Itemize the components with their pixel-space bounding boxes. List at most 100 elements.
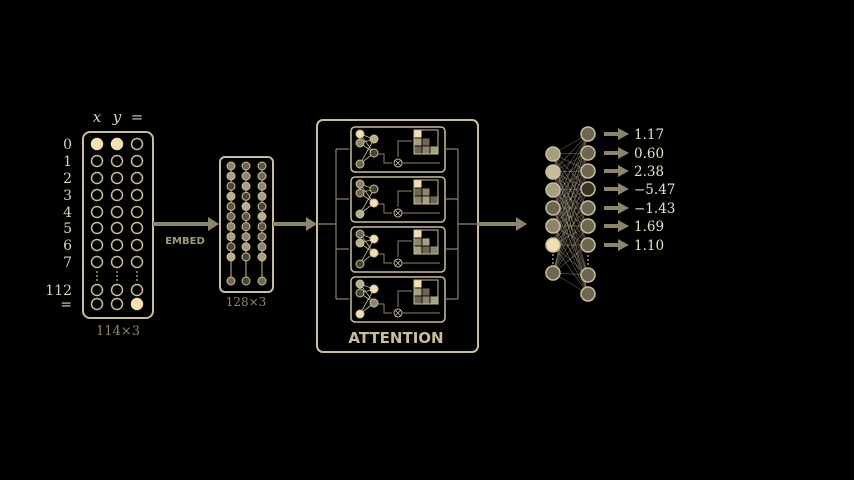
attention-label: ATTENTION: [348, 329, 443, 347]
head-wire: [378, 253, 392, 264]
head-edge: [359, 138, 375, 165]
embed-cell: [226, 232, 236, 242]
one-hot-cell: [130, 171, 144, 185]
attention-matrix-cell: [429, 137, 439, 147]
mlp-edge: [552, 152, 589, 209]
embed-cell: [226, 222, 236, 232]
embed-cell: [257, 181, 267, 191]
one-hot-cell: [90, 171, 104, 185]
mlp-edge: [552, 207, 589, 276]
attention-matrix-cell: [421, 229, 431, 239]
attention-matrix-cell: [429, 195, 439, 205]
embed-cell: [226, 181, 236, 191]
ellipsis-dot: [587, 263, 589, 265]
mlp-edge: [552, 153, 589, 190]
ellipsis-dot: [587, 255, 589, 257]
head-node: [355, 238, 365, 248]
ellipsis-dot: [587, 259, 589, 261]
attention-matrix-cell: [413, 137, 423, 147]
one-hot-cell: [110, 255, 124, 269]
to-mlp-arrow: [478, 217, 527, 231]
embed-cell: [241, 252, 251, 262]
attention-matrix: [413, 229, 439, 255]
head-node: [355, 309, 365, 319]
mlp-edge: [552, 225, 589, 274]
one-hot-cell: [130, 205, 144, 219]
embed-cell: [257, 161, 267, 171]
mlp-output-node: [580, 218, 596, 234]
output-arrowhead: [618, 202, 629, 214]
one-hot-cell: [90, 154, 104, 168]
mlp-output-node: [580, 267, 596, 283]
mlp-input-node: [545, 182, 561, 198]
attention-matrix-cell: [413, 287, 423, 297]
multiply-icon-cross: [394, 259, 402, 267]
attention-matrix-cell: [421, 145, 431, 155]
head-node: [355, 159, 365, 169]
attention-matrix-cell: [413, 295, 423, 305]
head-node: [369, 248, 379, 258]
embed-cell: [226, 242, 236, 252]
ellipsis-dot: [116, 271, 118, 273]
mlp-output-node: [580, 163, 596, 179]
attention-matrix-cell: [421, 237, 431, 247]
one-hot-cell: [130, 283, 144, 297]
output-value: 1.10: [634, 238, 664, 254]
embed-cell: [241, 212, 251, 221]
embed-cell: [257, 276, 267, 286]
attention-matrix-cell: [413, 129, 423, 139]
head-node: [355, 288, 365, 298]
ellipsis-dot: [136, 271, 138, 273]
mlp-edge: [552, 171, 589, 227]
embed-cell: [226, 191, 236, 201]
mlp-edge: [552, 170, 589, 246]
output-arrowhead: [618, 147, 629, 159]
row-label: 5: [63, 221, 72, 237]
embed-cell: [257, 232, 267, 242]
head-node: [369, 284, 379, 294]
attention-matrix-cell: [413, 179, 423, 189]
output-arrowhead: [618, 183, 629, 195]
attention-matrix-cell: [429, 187, 439, 197]
attention-box: [316, 119, 479, 353]
embed-cell: [241, 161, 251, 171]
mlp-edge: [552, 170, 589, 227]
embed-cell: [257, 252, 267, 262]
one-hot-cell: [110, 188, 124, 202]
mlp-edge: [552, 133, 589, 191]
embed-shape-label: 128×3: [226, 295, 267, 309]
embed-cell: [241, 232, 251, 242]
mlp-edge: [552, 225, 589, 295]
row-label: 0: [63, 137, 72, 153]
embed-cell: [241, 191, 251, 201]
ellipsis-dot: [552, 262, 554, 264]
embed-cell: [226, 201, 236, 211]
head-node: [355, 209, 365, 219]
one-hot-cell: [130, 137, 144, 151]
embed-cell: [226, 276, 236, 286]
multiply-icon-cross: [394, 309, 402, 317]
row-label: 112: [45, 283, 72, 299]
row-label: =: [60, 297, 72, 313]
ellipsis-dot: [552, 258, 554, 260]
head-node: [369, 234, 379, 244]
attention-matrix-cell: [429, 129, 439, 139]
mlp-edge: [552, 207, 589, 246]
output-arrowhead: [618, 220, 629, 232]
attention-wire: [397, 190, 412, 207]
embed-cell: [241, 171, 251, 181]
mlp-input-node: [545, 200, 561, 216]
mlp-output-node: [580, 181, 596, 197]
mlp-edge: [552, 171, 589, 246]
row-label: 1: [63, 154, 72, 170]
mlp-edge: [552, 207, 589, 246]
output-arrowhead: [618, 239, 629, 251]
attention-block: ATTENTION: [316, 119, 479, 353]
head-node: [355, 229, 365, 239]
ellipsis-dot: [116, 279, 118, 281]
head-node: [355, 259, 365, 269]
attention-matrix-cell: [421, 295, 431, 305]
one-hot-cell: [130, 238, 144, 252]
